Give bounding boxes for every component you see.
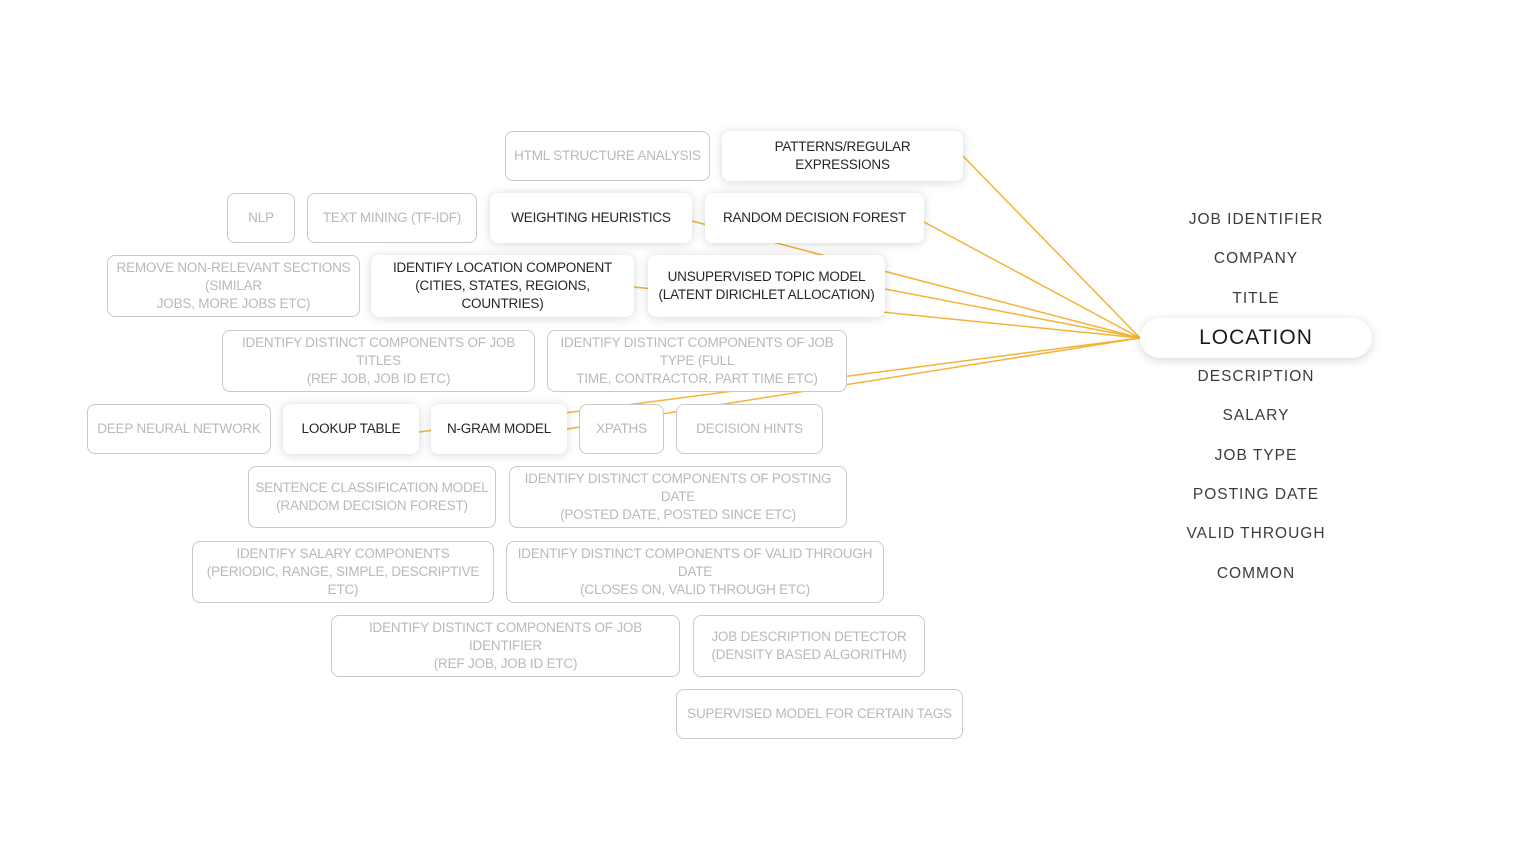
technique-deep-neural-network[interactable]: DEEP NEURAL NETWORK [87, 404, 271, 454]
technique-identify-job-identifier-components[interactable]: IDENTIFY DISTINCT COMPONENTS OF JOB IDEN… [331, 615, 680, 677]
technique-nlp[interactable]: NLP [227, 193, 295, 243]
connector-unsupervised-topic-model [884, 288, 1141, 339]
technique-xpaths[interactable]: XPATHS [579, 404, 664, 454]
technique-decision-hints[interactable]: DECISION HINTS [676, 404, 823, 454]
technique-html-structure-analysis[interactable]: HTML STRUCTURE ANALYSIS [505, 131, 710, 181]
field-common[interactable]: COMMON [1216, 565, 1296, 582]
field-location[interactable]: LOCATION [1140, 318, 1372, 358]
technique-lookup-table[interactable]: LOOKUP TABLE [283, 404, 419, 454]
technique-identify-posting-date-components[interactable]: IDENTIFY DISTINCT COMPONENTS OF POSTING … [509, 466, 847, 528]
technique-n-gram-model[interactable]: N-GRAM MODEL [431, 404, 567, 454]
connector-patterns-regular-expressions [962, 155, 1141, 339]
technique-identify-location-component[interactable]: IDENTIFY LOCATION COMPONENT (CITIES, STA… [371, 255, 634, 317]
technique-identify-job-title-components[interactable]: IDENTIFY DISTINCT COMPONENTS OF JOB TITL… [222, 330, 535, 392]
technique-weighting-heuristics[interactable]: WEIGHTING HEURISTICS [490, 193, 692, 243]
technique-identify-valid-through-components[interactable]: IDENTIFY DISTINCT COMPONENTS OF VALID TH… [506, 541, 884, 603]
technique-job-description-detector[interactable]: JOB DESCRIPTION DETECTOR (DENSITY BASED … [693, 615, 925, 677]
technique-sentence-classification-model[interactable]: SENTENCE CLASSIFICATION MODEL (RANDOM DE… [248, 466, 496, 528]
field-job-identifier[interactable]: JOB IDENTIFIER [1188, 211, 1324, 228]
connector-random-decision-forest [923, 221, 1141, 339]
field-description[interactable]: DESCRIPTION [1197, 368, 1315, 385]
technique-identify-job-type-components[interactable]: IDENTIFY DISTINCT COMPONENTS OF JOB TYPE… [547, 330, 847, 392]
field-posting-date[interactable]: POSTING DATE [1192, 486, 1320, 503]
technique-text-mining[interactable]: TEXT MINING (TF-IDF) [307, 193, 477, 243]
technique-patterns-regular-expressions[interactable]: PATTERNS/REGULAR EXPRESSIONS [722, 131, 963, 181]
field-company[interactable]: COMPANY [1213, 250, 1299, 267]
field-job-type[interactable]: JOB TYPE [1214, 447, 1298, 464]
field-title[interactable]: TITLE [1232, 290, 1280, 307]
field-salary[interactable]: SALARY [1222, 407, 1290, 424]
technique-unsupervised-topic-model[interactable]: UNSUPERVISED TOPIC MODEL (LATENT DIRICHL… [648, 255, 885, 317]
technique-supervised-model-certain-tags[interactable]: SUPERVISED MODEL FOR CERTAIN TAGS [676, 689, 963, 739]
technique-remove-non-relevant-sections[interactable]: REMOVE NON-RELEVANT SECTIONS (SIMILAR JO… [107, 255, 360, 317]
field-valid-through[interactable]: VALID THROUGH [1186, 525, 1326, 542]
technique-random-decision-forest[interactable]: RANDOM DECISION FOREST [705, 193, 924, 243]
technique-identify-salary-components[interactable]: IDENTIFY SALARY COMPONENTS (PERIODIC, RA… [192, 541, 494, 603]
